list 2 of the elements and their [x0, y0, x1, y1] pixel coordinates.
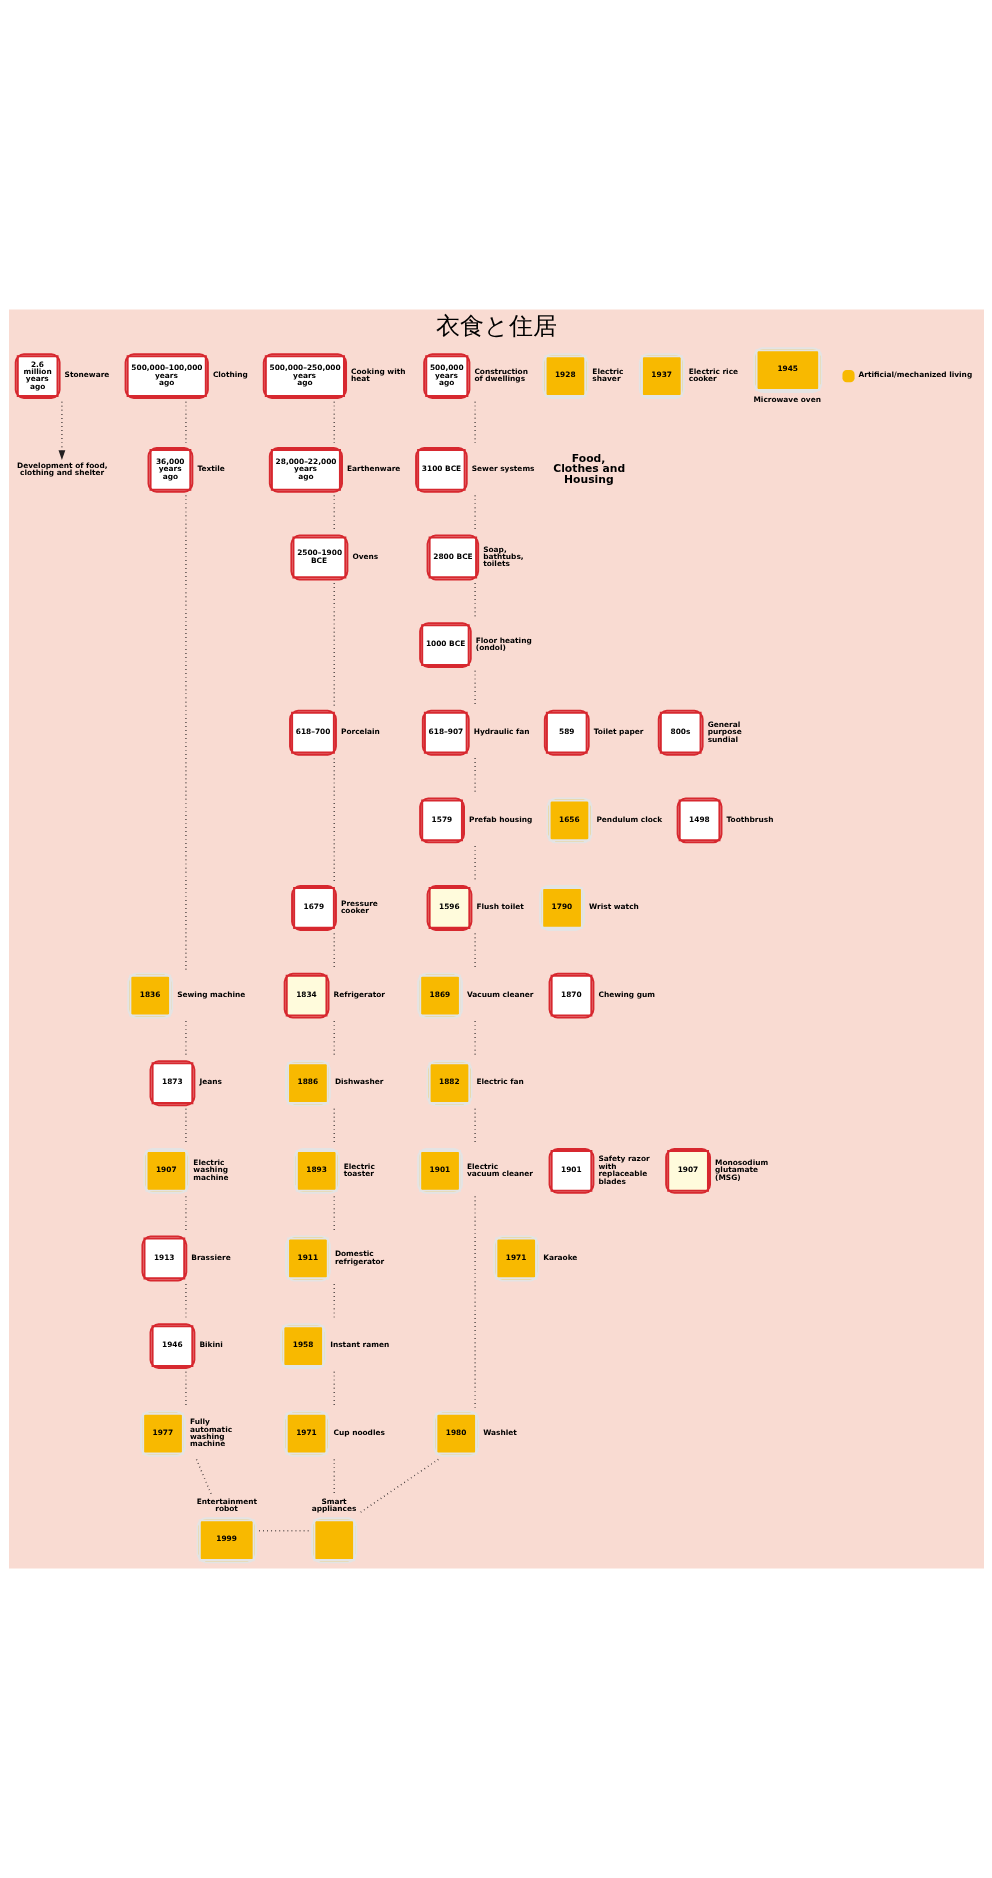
label: Food, Clothes and Housing — [552, 451, 625, 487]
diagram-title: 衣食と住居 — [435, 311, 557, 341]
